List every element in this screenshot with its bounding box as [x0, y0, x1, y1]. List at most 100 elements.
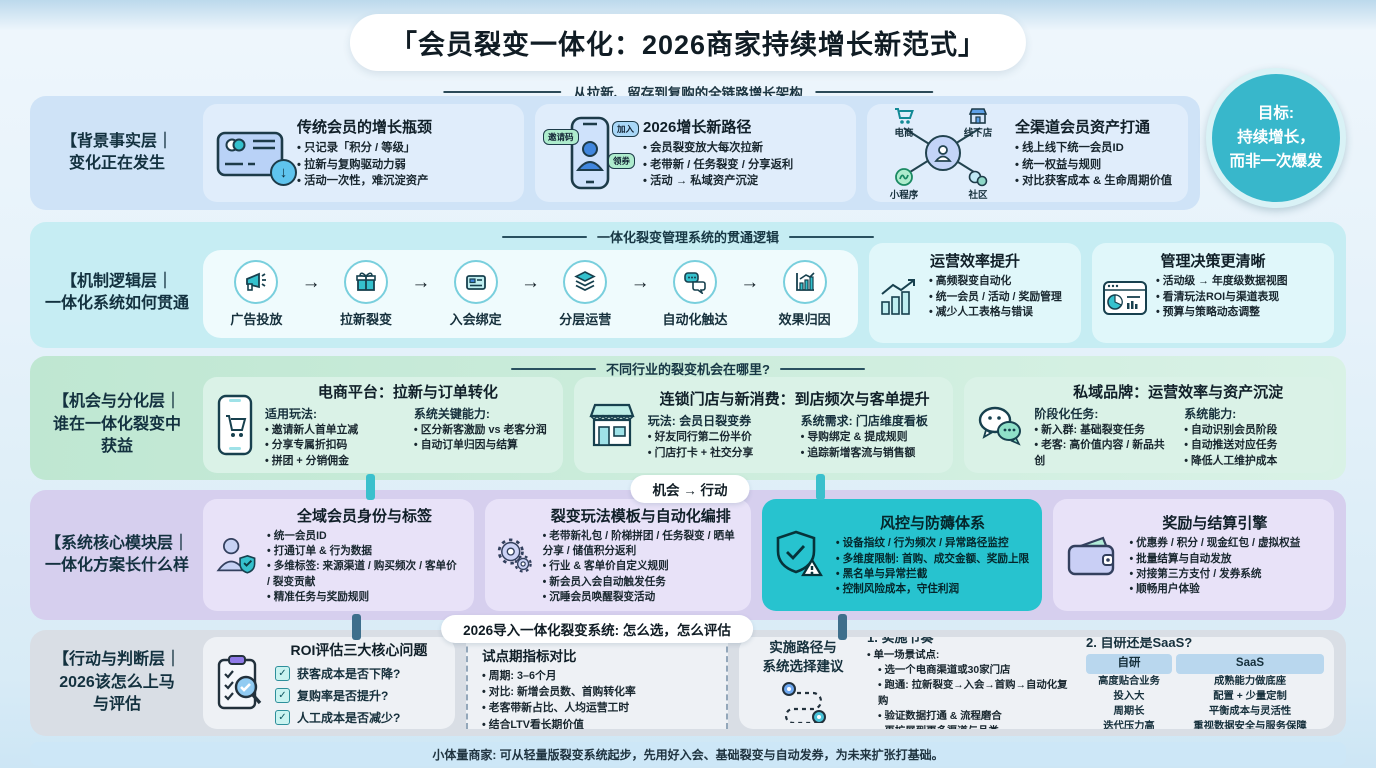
layer-opportunity-segments: 不同行业的裂变机会在哪里? 【机会与分化层｜ 谁在一体化裂变中 获益 电商平台：…: [30, 356, 1346, 480]
checkbox-icon: [275, 688, 290, 703]
footer-note: 小体量商家: 可从轻量版裂变系统起步，先用好入会、基础裂变与自动发券，为未来扩张…: [30, 742, 1346, 766]
arrow-icon: →: [411, 272, 431, 293]
column-header-saas: SaaS: [1176, 654, 1324, 674]
layer-label: 【系统核心模块层｜ 一体化方案长什么样: [44, 534, 189, 574]
card-reward-settlement: 奖励与结算引擎 优惠券 / 积分 / 现金红包 / 虚拟权益批量结算与自动发放对…: [1053, 499, 1334, 611]
mini-program-icon: [895, 168, 913, 186]
wallet-icon: [1068, 536, 1115, 576]
arrow-icon: →: [630, 272, 650, 293]
bullet: 追踪新增客流与销售额: [801, 446, 942, 462]
clipboard-magnifier-icon: [217, 655, 262, 710]
table-cell: 迭代压力高: [1103, 720, 1155, 729]
bullet: 好友同行第二份半价: [648, 430, 789, 446]
connector-bar: [816, 474, 825, 500]
layer-label: 【行动与判断层｜ 2026该怎么上马 与评估: [52, 651, 181, 714]
connector-bar: [366, 474, 375, 500]
join-bubble: 加入: [611, 121, 639, 137]
ecommerce-node: 电商: [877, 107, 931, 139]
bullet: 打通订单 & 行为数据: [267, 544, 462, 559]
bullet: 老客: 高价值内容 / 新品共创: [1034, 438, 1172, 469]
bullet: 对比获客成本 & 生命周期价值: [1015, 173, 1172, 189]
fission-flow: 广告投放 → 拉新裂变 →: [203, 250, 858, 338]
check-item: 获客成本是否下降?: [275, 665, 443, 682]
bullet-list: 统一会员ID打通订单 & 行为数据多维标签: 来源渠道 / 购买频次 / 客单价…: [267, 529, 462, 606]
card-roi-questions: ROI评估三大核心问题 获客成本是否下降? 复购率是否提升?: [203, 637, 455, 729]
layer-mechanism-logic: 一体化裂变管理系统的贯通逻辑 【机制逻辑层｜ 一体化系统如何贯通 广告投放 →: [30, 222, 1346, 348]
bullet-list: 周期: 3–6个月对比: 新增会员数、首购转化率老客带新占比、人均运营工时结合L…: [482, 668, 716, 729]
card-risk-control: 风控与防薅体系 设备指纹 / 行为频次 / 异常路径监控多维度限制: 首购、成交…: [761, 499, 1043, 611]
megaphone-icon: [234, 260, 279, 304]
table-cell: 投入大: [1113, 690, 1145, 702]
bullet-list: 好友同行第二份半价门店打卡 + 社交分享: [648, 430, 789, 461]
bullet: 选一个电商渠道或30家门店: [878, 663, 1076, 678]
layer-label: 【机制逻辑层｜ 一体化系统如何贯通: [44, 272, 189, 312]
connector-bar: [352, 614, 361, 640]
bullet: 控制风险成本，守住利润: [836, 582, 1029, 597]
bullet: 统一权益与规则: [1015, 157, 1172, 173]
bullet: 周期: 3–6个月: [482, 668, 716, 684]
page-title: 「会员裂变一体化：2026商家持续增长新范式」: [349, 14, 1027, 71]
arrow-icon: →: [301, 272, 321, 293]
step-effect-attribution: 效果归因: [764, 260, 846, 328]
bullet: 新入群: 基础裂变任务: [1034, 423, 1172, 439]
phone-cart-icon: [217, 394, 253, 456]
bullet: 顺畅用户体验: [1129, 582, 1300, 597]
gears-icon: [497, 538, 532, 573]
bullet: 设备指纹 / 行为频次 / 异常路径监控: [836, 536, 1029, 551]
bullet: 结合LTV看长期价值: [482, 717, 716, 729]
bullet-list: 区分新客激励 vs 老客分润自动订单归因与结算: [414, 423, 551, 454]
bullet: 多维标签: 来源渠道 / 购买频次 / 客单价 / 裂变贡献: [267, 559, 462, 590]
step-automated-reach: 自动化触达: [654, 260, 736, 328]
bullet: 降低人工维护成本: [1184, 454, 1322, 470]
card-omnichannel-assets: 电商 线下店 小程序: [867, 104, 1188, 202]
bullet-list: 高频裂变自动化统一会员 / 活动 / 奖励管理减少人工表格与错误: [929, 274, 1062, 321]
download-arrow-icon: ↓: [270, 159, 297, 186]
bullet-list: 优惠券 / 积分 / 现金红包 / 虚拟权益批量结算与自动发放对接第三方支付 /…: [1129, 536, 1300, 597]
bullet: 老客带新占比、人均运营工时: [482, 700, 716, 716]
omnichannel-network-icon: 电商 线下店 小程序: [877, 107, 1005, 201]
invite-bubble: 邀请码: [543, 129, 579, 145]
bullet-list: 导购绑定 & 提成规则追踪新增客流与销售额: [801, 430, 942, 461]
bullet: 批量结算与自动发放: [1129, 552, 1300, 567]
arrow-icon: →: [520, 272, 540, 293]
bullet: 跑通: 拉新裂变→入会→首购→自动化复购: [878, 678, 1076, 708]
layers-icon: [563, 260, 608, 304]
bullet: 会员裂变放大每次拉新: [643, 140, 793, 156]
card-private-domain-brand: 私域品牌：运营效率与资产沉淀 阶段化任务: 新入群: 基础裂变任务老客: 高价值…: [964, 377, 1335, 473]
divider-line: [443, 91, 562, 93]
table-cell: 重视数据安全与服务保障: [1193, 720, 1307, 729]
bullet: 验证数据打通 & 流程磨合: [878, 709, 1076, 724]
card-implementation-advice: 实施路径与 系统选择建议 1. 实施节奏 单一场景试点: 选一个电商渠道或30家…: [739, 637, 1334, 729]
arrow-icon: →: [740, 272, 760, 293]
phone-sharing-icon: 邀请码 加入 领券: [543, 113, 639, 193]
bullet: 优惠券 / 积分 / 现金红包 / 虚拟权益: [1129, 536, 1300, 551]
card-clearer-decisions: 管理决策更清晰 活动级 → 年度级数据视图看清玩法ROI与渠道表现预算与策略动态…: [1092, 243, 1334, 343]
card-title: 全渠道会员资产打通: [1015, 119, 1151, 137]
table-cell: 成熟能力做底座: [1213, 675, 1287, 687]
storefront-icon: [589, 403, 635, 447]
growth-bars-icon: [881, 279, 915, 316]
check-item: 人工成本是否减少?: [275, 709, 443, 726]
bullet: 沉睡会员唤醒裂变活动: [543, 590, 739, 605]
member-card-icon: ↓: [215, 128, 297, 186]
member-avatar-icon: [925, 135, 961, 171]
dashboard-icon: [1103, 281, 1147, 316]
table-cell: 平衡成本与灵活性: [1208, 705, 1292, 717]
bullet: 行业 & 客单价自定义规则: [543, 559, 739, 574]
bullet-list: 活动级 → 年度级数据视图看清玩法ROI与渠道表现预算与策略动态调整: [1156, 274, 1288, 321]
build-vs-saas: 2. 自研还是SaaS? 自研 SaaS 高度贴合业务 成熟能力做底座 投入大 …: [1086, 637, 1324, 729]
table-cell: 周期长: [1113, 705, 1145, 717]
checkbox-icon: [275, 666, 290, 681]
goal-badge: 目标: 持续增长， 而非一次爆发: [1206, 68, 1346, 208]
card-title: 2026增长新路径: [643, 119, 752, 137]
cart-icon: [895, 108, 914, 124]
layer-core-modules: 【系统核心模块层｜ 一体化方案长什么样 全域会员身份与标签 统一会员ID打通订单…: [30, 490, 1346, 620]
card-chain-stores: 连锁门店与新消费：到店频次与客单提升 玩法: 会员日裂变券 好友同行第二份半价门…: [573, 377, 954, 473]
bullet: 活动级 → 年度级数据视图: [1156, 274, 1288, 290]
connector-opportunity-to-action: 机会 → 行动: [630, 475, 750, 503]
build-vs-saas-table: 自研 SaaS 高度贴合业务 成熟能力做底座 投入大 配置 + 少量定制 周期长…: [1086, 654, 1324, 729]
offline-store-node: 线下店: [951, 107, 1005, 139]
bullet-list: 只记录「积分 / 等级」拉新与复购驱动力弱活动一次性，难沉淀资产: [297, 140, 432, 189]
divider-line: [814, 91, 933, 93]
